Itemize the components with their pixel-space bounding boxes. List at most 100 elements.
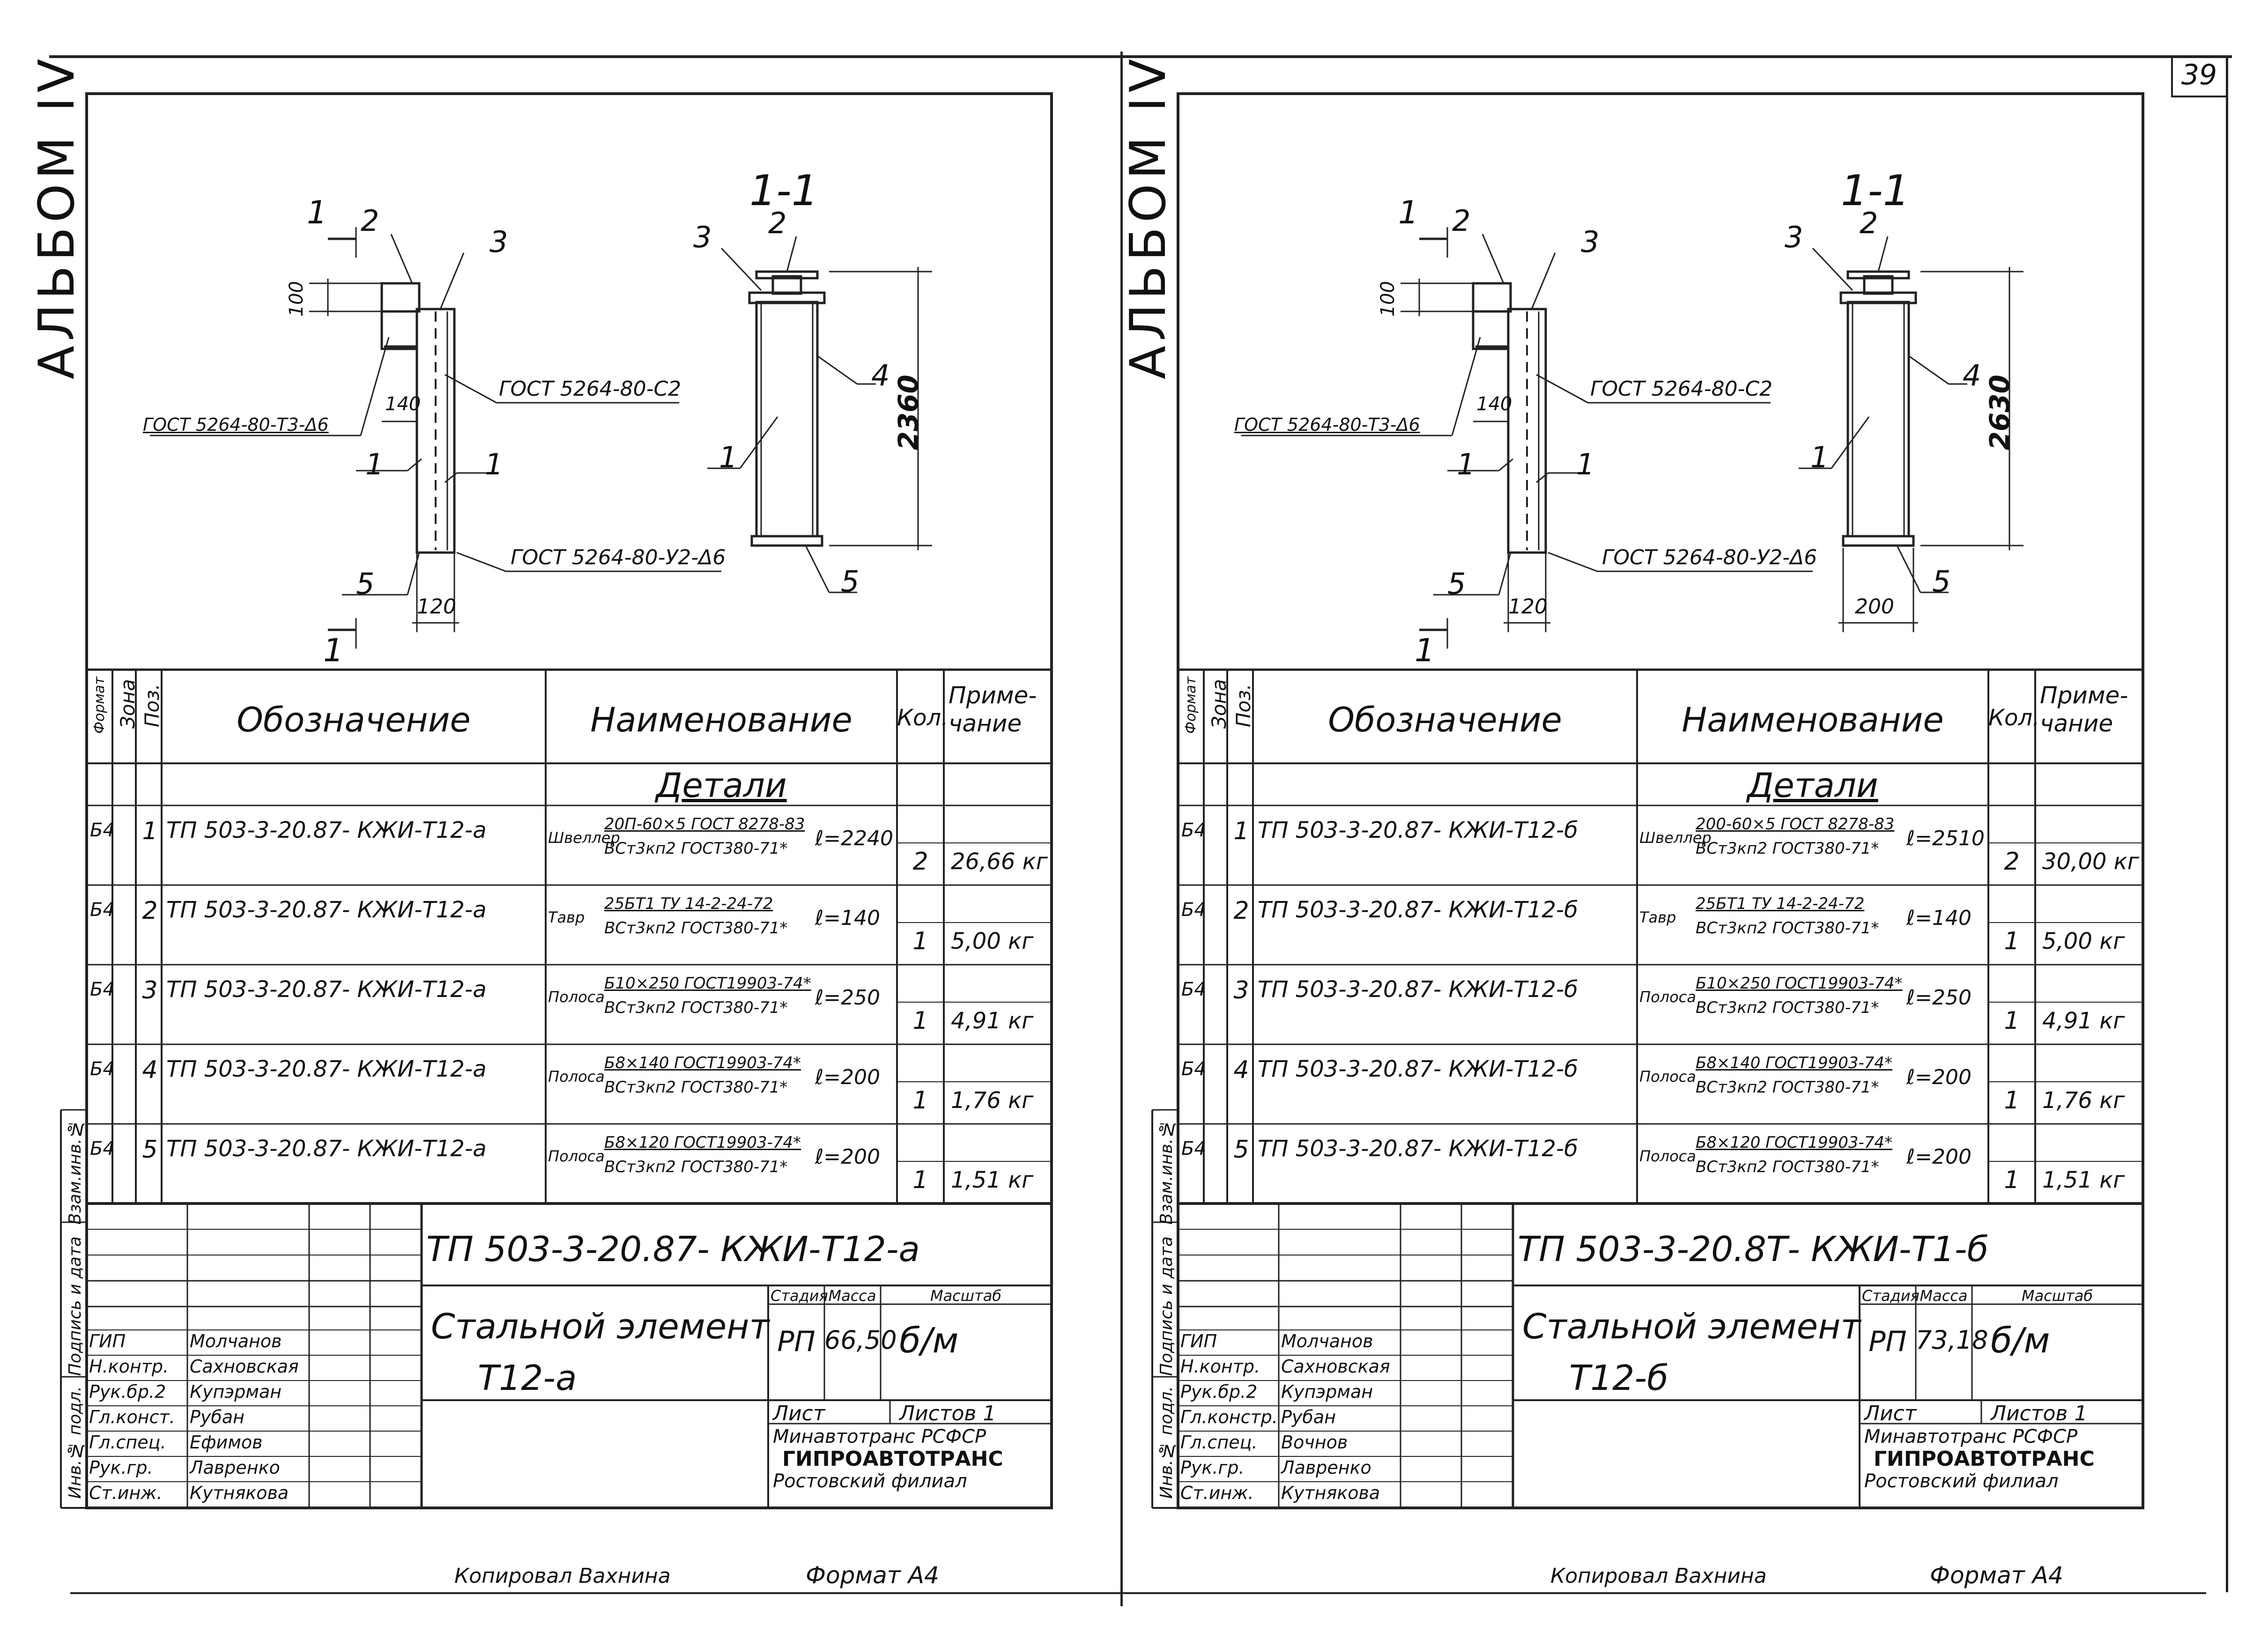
stamp-org-ministry: Минавтотранс РСФСР xyxy=(773,1426,986,1447)
row-designation: ТП 503-3-20.87- КЖИ-Т12-а xyxy=(166,976,487,1003)
weld-note-y2: ГОСТ 5264-80-У2-Δ6 xyxy=(511,546,726,569)
side-label-inv-replace: Взам.инв.№ xyxy=(66,1119,85,1225)
weld-note-t3: ГОСТ 5264-80-Т3-Δ6 xyxy=(143,414,329,435)
callout-5: 5 xyxy=(356,567,375,601)
dim-overall-height: 2360 xyxy=(892,375,924,450)
row-designation: ТП 503-3-20.87- КЖИ-Т12-а xyxy=(166,897,487,923)
stamp-stage-label: Стадия xyxy=(771,1287,828,1305)
section-callout-2: 2 xyxy=(768,206,787,240)
row-pos: 5 xyxy=(142,1136,158,1164)
row-format: Б4 xyxy=(1181,979,1206,1000)
row-name-top: Б8×120 ГОСТ19903-74* xyxy=(1696,1133,1893,1152)
row-designation: ТП 503-3-20.87- КЖИ-Т12-б xyxy=(1258,817,1578,843)
stamp-role: Ст.инж. xyxy=(89,1483,163,1503)
row-designation: ТП 503-3-20.87- КЖИ-Т12-а xyxy=(166,817,487,843)
section-label: 1-1 xyxy=(749,166,818,215)
stamp-role: ГИП xyxy=(89,1331,126,1351)
stamp-person-name: Сахновская xyxy=(190,1356,299,1377)
section-callout-1: 1 xyxy=(719,440,738,474)
stamp-role: Рук.гр. xyxy=(89,1457,153,1478)
stamp-stage: РП xyxy=(777,1325,815,1358)
stamp-sheet-label: Лист xyxy=(773,1402,825,1425)
footer-copied-left: Копировал Вахнина xyxy=(454,1564,671,1588)
row-name-length: ℓ=250 xyxy=(1906,986,1972,1010)
col-header-format: Формат xyxy=(91,677,108,734)
row-name-length: ℓ=2510 xyxy=(1906,827,1985,850)
row-name-bottom: ВСт3кп2 ГОСТ380-71* xyxy=(604,1158,788,1176)
weld-note-y2: ГОСТ 5264-80-У2-Δ6 xyxy=(1602,546,1817,569)
row-note: 5,00 кг xyxy=(951,928,1034,954)
row-name-bottom: ВСт3кп2 ГОСТ380-71* xyxy=(604,998,788,1017)
stamp-person-name: Кутнякова xyxy=(190,1483,289,1503)
row-qty: 1 xyxy=(912,1086,928,1115)
weld-note-c2: ГОСТ 5264-80-С2 xyxy=(499,377,682,401)
row-designation: ТП 503-3-20.87- КЖИ-Т12-б xyxy=(1258,897,1578,923)
row-name-top: Б8×120 ГОСТ19903-74* xyxy=(604,1133,801,1152)
col-header-qty: Кол. xyxy=(1988,705,2040,731)
stamp-person-name: Кутнякова xyxy=(1281,1483,1380,1503)
stamp-scale-label: Масштаб xyxy=(2021,1287,2093,1305)
row-designation: ТП 503-3-20.87- КЖИ-Т12-а xyxy=(166,1056,487,1082)
stamp-org-ministry: Минавтотранс РСФСР xyxy=(1864,1426,2078,1447)
stamp-title-line1: Стальной элемент xyxy=(431,1307,770,1347)
stamp-role: Гл.спец. xyxy=(1180,1432,1258,1453)
callout-1c: 1 xyxy=(1576,447,1595,481)
drawing-sheet-2: АЛЬБОМ IV xyxy=(1091,47,2183,1592)
row-pos: 1 xyxy=(1233,817,1249,845)
callout-1d: 1 xyxy=(323,632,344,669)
row-name-top: Б10×250 ГОСТ19903-74* xyxy=(1696,974,1903,993)
row-name-bottom: ВСт3кп2 ГОСТ380-71* xyxy=(604,1078,788,1097)
row-note: 4,91 кг xyxy=(951,1008,1034,1034)
stamp-person-name: Купэрман xyxy=(1281,1381,1373,1402)
sheet-frame xyxy=(1151,92,2144,1509)
callout-2: 2 xyxy=(1452,204,1471,238)
row-note: 1,51 кг xyxy=(951,1167,1034,1193)
stamp-role: Гл.спец. xyxy=(89,1432,166,1453)
col-header-qty: Кол. xyxy=(897,705,949,731)
row-format: Б4 xyxy=(90,1138,115,1159)
callout-1: 1 xyxy=(307,194,327,231)
row-name-bottom: ВСт3кп2 ГОСТ380-71* xyxy=(1696,998,1879,1017)
stamp-scale: б/м xyxy=(899,1321,959,1361)
row-qty: 1 xyxy=(912,1166,928,1194)
side-label-inv-orig: Инв.№ подл. xyxy=(1157,1386,1176,1499)
stamp-org-branch: Ростовский филиал xyxy=(773,1470,967,1492)
callout-1: 1 xyxy=(1398,194,1419,231)
stamp-person-name: Лавренко xyxy=(190,1457,280,1478)
stamp-title-line2: Т12-б xyxy=(1569,1358,1668,1398)
page-number-box xyxy=(2171,55,2227,97)
dim-overall-height: 2630 xyxy=(1984,375,2016,450)
callout-3: 3 xyxy=(1581,225,1600,259)
row-name-prefix: Полоса xyxy=(548,1068,605,1086)
section-callout-4: 4 xyxy=(871,358,890,392)
row-name-prefix: Полоса xyxy=(548,1147,605,1165)
row-pos: 3 xyxy=(1233,976,1249,1004)
row-format: Б4 xyxy=(1181,899,1206,921)
row-name-length: ℓ=2240 xyxy=(815,827,894,850)
stamp-org-institute: ГИПРОАВТОТРАНС xyxy=(782,1447,1003,1471)
row-pos: 3 xyxy=(142,976,158,1004)
side-label-inv-replace: Взам.инв.№ xyxy=(1157,1119,1176,1225)
row-name-bottom: ВСт3кп2 ГОСТ380-71* xyxy=(604,919,788,938)
col-header-note: Приме-чание xyxy=(949,682,1037,737)
stamp-role: Рук.бр.2 xyxy=(1180,1381,1258,1402)
stamp-role: ГИП xyxy=(1180,1331,1217,1351)
dim-120: 120 xyxy=(417,595,456,619)
stamp-role: Гл.конст. xyxy=(89,1407,175,1427)
col-header-designation: Обозначение xyxy=(1328,700,1562,739)
col-header-format: Формат xyxy=(1183,677,1199,734)
row-name-top: 200-60×5 ГОСТ 8278-83 xyxy=(1696,815,1895,834)
drawing-sheet-1: АЛЬБОМ IV xyxy=(0,47,1091,1592)
col-header-zone: Зона xyxy=(116,679,139,729)
stamp-sheets-label: Листов 1 xyxy=(899,1402,996,1425)
stamp-person-name: Рубан xyxy=(1281,1407,1336,1427)
row-name-prefix: Полоса xyxy=(1639,1068,1696,1086)
stamp-sheet-label: Лист xyxy=(1864,1402,1917,1425)
stamp-person-name: Рубан xyxy=(190,1407,245,1427)
row-name-bottom: ВСт3кп2 ГОСТ380-71* xyxy=(604,839,788,858)
stamp-sheets-label: Листов 1 xyxy=(1991,1402,2088,1425)
row-name-prefix: Полоса xyxy=(1639,1147,1696,1165)
col-header-pos: Поз. xyxy=(141,684,163,727)
row-name-length: ℓ=140 xyxy=(815,906,881,930)
dim-120: 120 xyxy=(1508,595,1548,619)
